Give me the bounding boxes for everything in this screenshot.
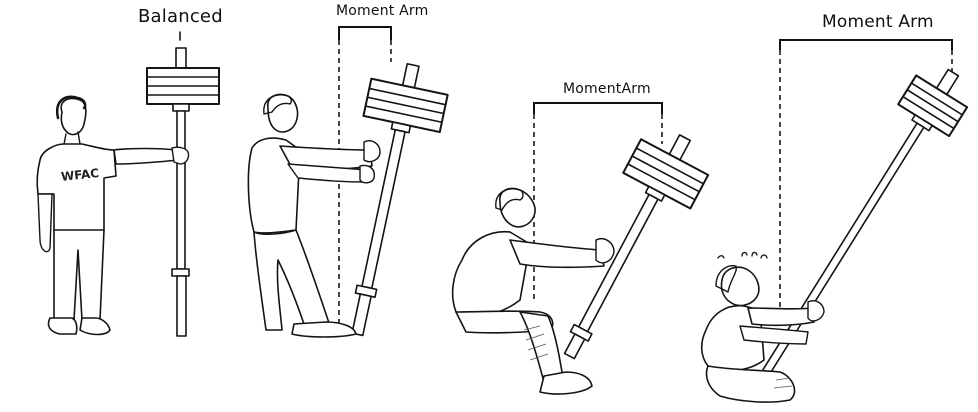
label-balanced: Balanced [138, 6, 223, 27]
moment-arm-bracket [779, 39, 953, 50]
sweat-drops-icon [717, 251, 768, 259]
person-straining [700, 251, 825, 403]
panel-3-moment-arm [451, 102, 710, 395]
weight-plates-icon [146, 67, 220, 105]
weight-plates-icon [897, 74, 969, 138]
panel-4-moment-arm [700, 39, 969, 403]
moment-arm-bracket [338, 26, 392, 40]
label-moment-arm-panel-4: Moment Arm [822, 12, 934, 32]
panel-2-moment-arm [247, 26, 449, 338]
panel-1-balanced: WFAC [36, 31, 220, 337]
person-leaning [247, 93, 381, 338]
label-moment-arm-panel-3: MomentArm [563, 81, 651, 97]
moment-arm-bracket [533, 102, 663, 114]
shirt-logo: WFAC [60, 166, 100, 184]
person-squatting [451, 187, 615, 395]
label-moment-arm-panel-2: Moment Arm [336, 3, 429, 19]
weight-plates-icon [622, 138, 710, 210]
weight-plates-icon [362, 77, 449, 134]
person-standing: WFAC [36, 95, 190, 336]
